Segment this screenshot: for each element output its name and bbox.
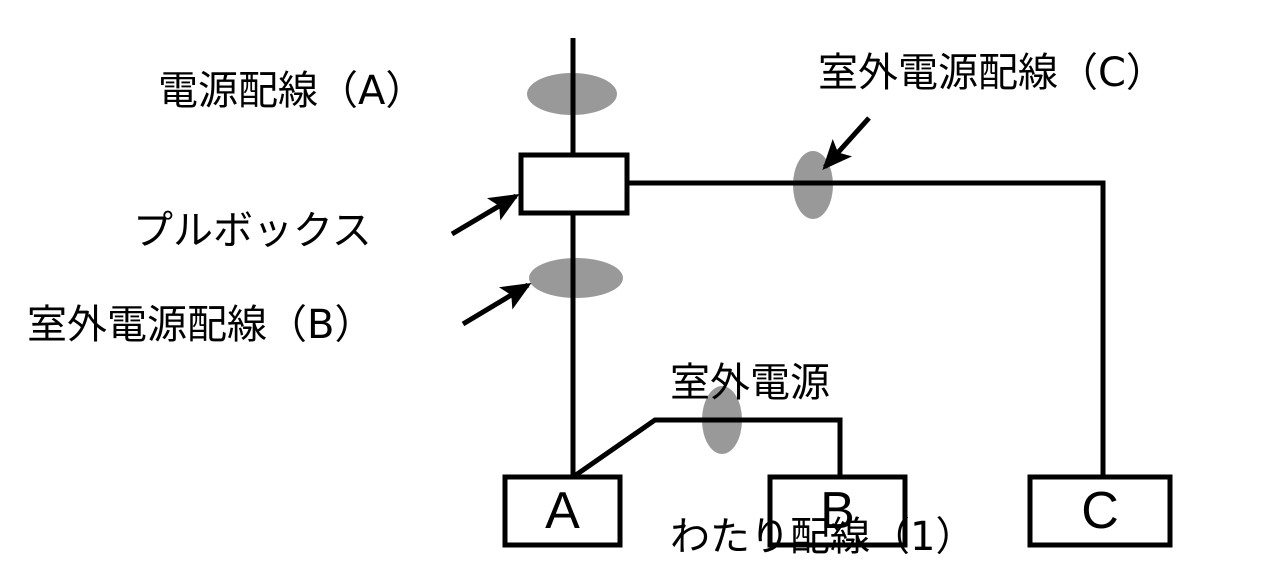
unit-box-b-label: B xyxy=(820,482,855,540)
leader-arrow-power-c xyxy=(822,116,871,170)
label-outdoor-power-wiring-c: 室外電源配線（C） xyxy=(818,50,1166,96)
unit-box-c-label: C xyxy=(1081,482,1119,540)
label-power-wiring-a: 電源配線（A） xyxy=(158,68,426,114)
ellipse-power-b-marker xyxy=(529,258,623,298)
label-outdoor-power-wiring-b: 室外電源配線（B） xyxy=(27,302,375,348)
leader-arrow-pull-box xyxy=(450,193,520,237)
leader-arrow-group xyxy=(450,116,871,327)
unit-box-a-shape xyxy=(502,474,623,548)
label-outdoor-power-jumper: 室外電源 わたり配線（1） xyxy=(670,256,975,588)
unit-box-b-shape xyxy=(767,474,908,548)
wire-overlay-group xyxy=(570,38,1103,477)
label-outdoor-power-jumper-line-2: わたり配線（1） xyxy=(670,513,976,560)
unit-box-a-label: A xyxy=(545,482,580,540)
leader-arrow-power-b xyxy=(461,282,532,327)
label-outdoor-power-jumper-line-1: 室外電源 xyxy=(670,360,830,407)
pull-box-shape xyxy=(518,152,630,216)
unit-box-c-shape xyxy=(1027,474,1173,548)
label-pull-box: プルボックス xyxy=(133,208,372,254)
